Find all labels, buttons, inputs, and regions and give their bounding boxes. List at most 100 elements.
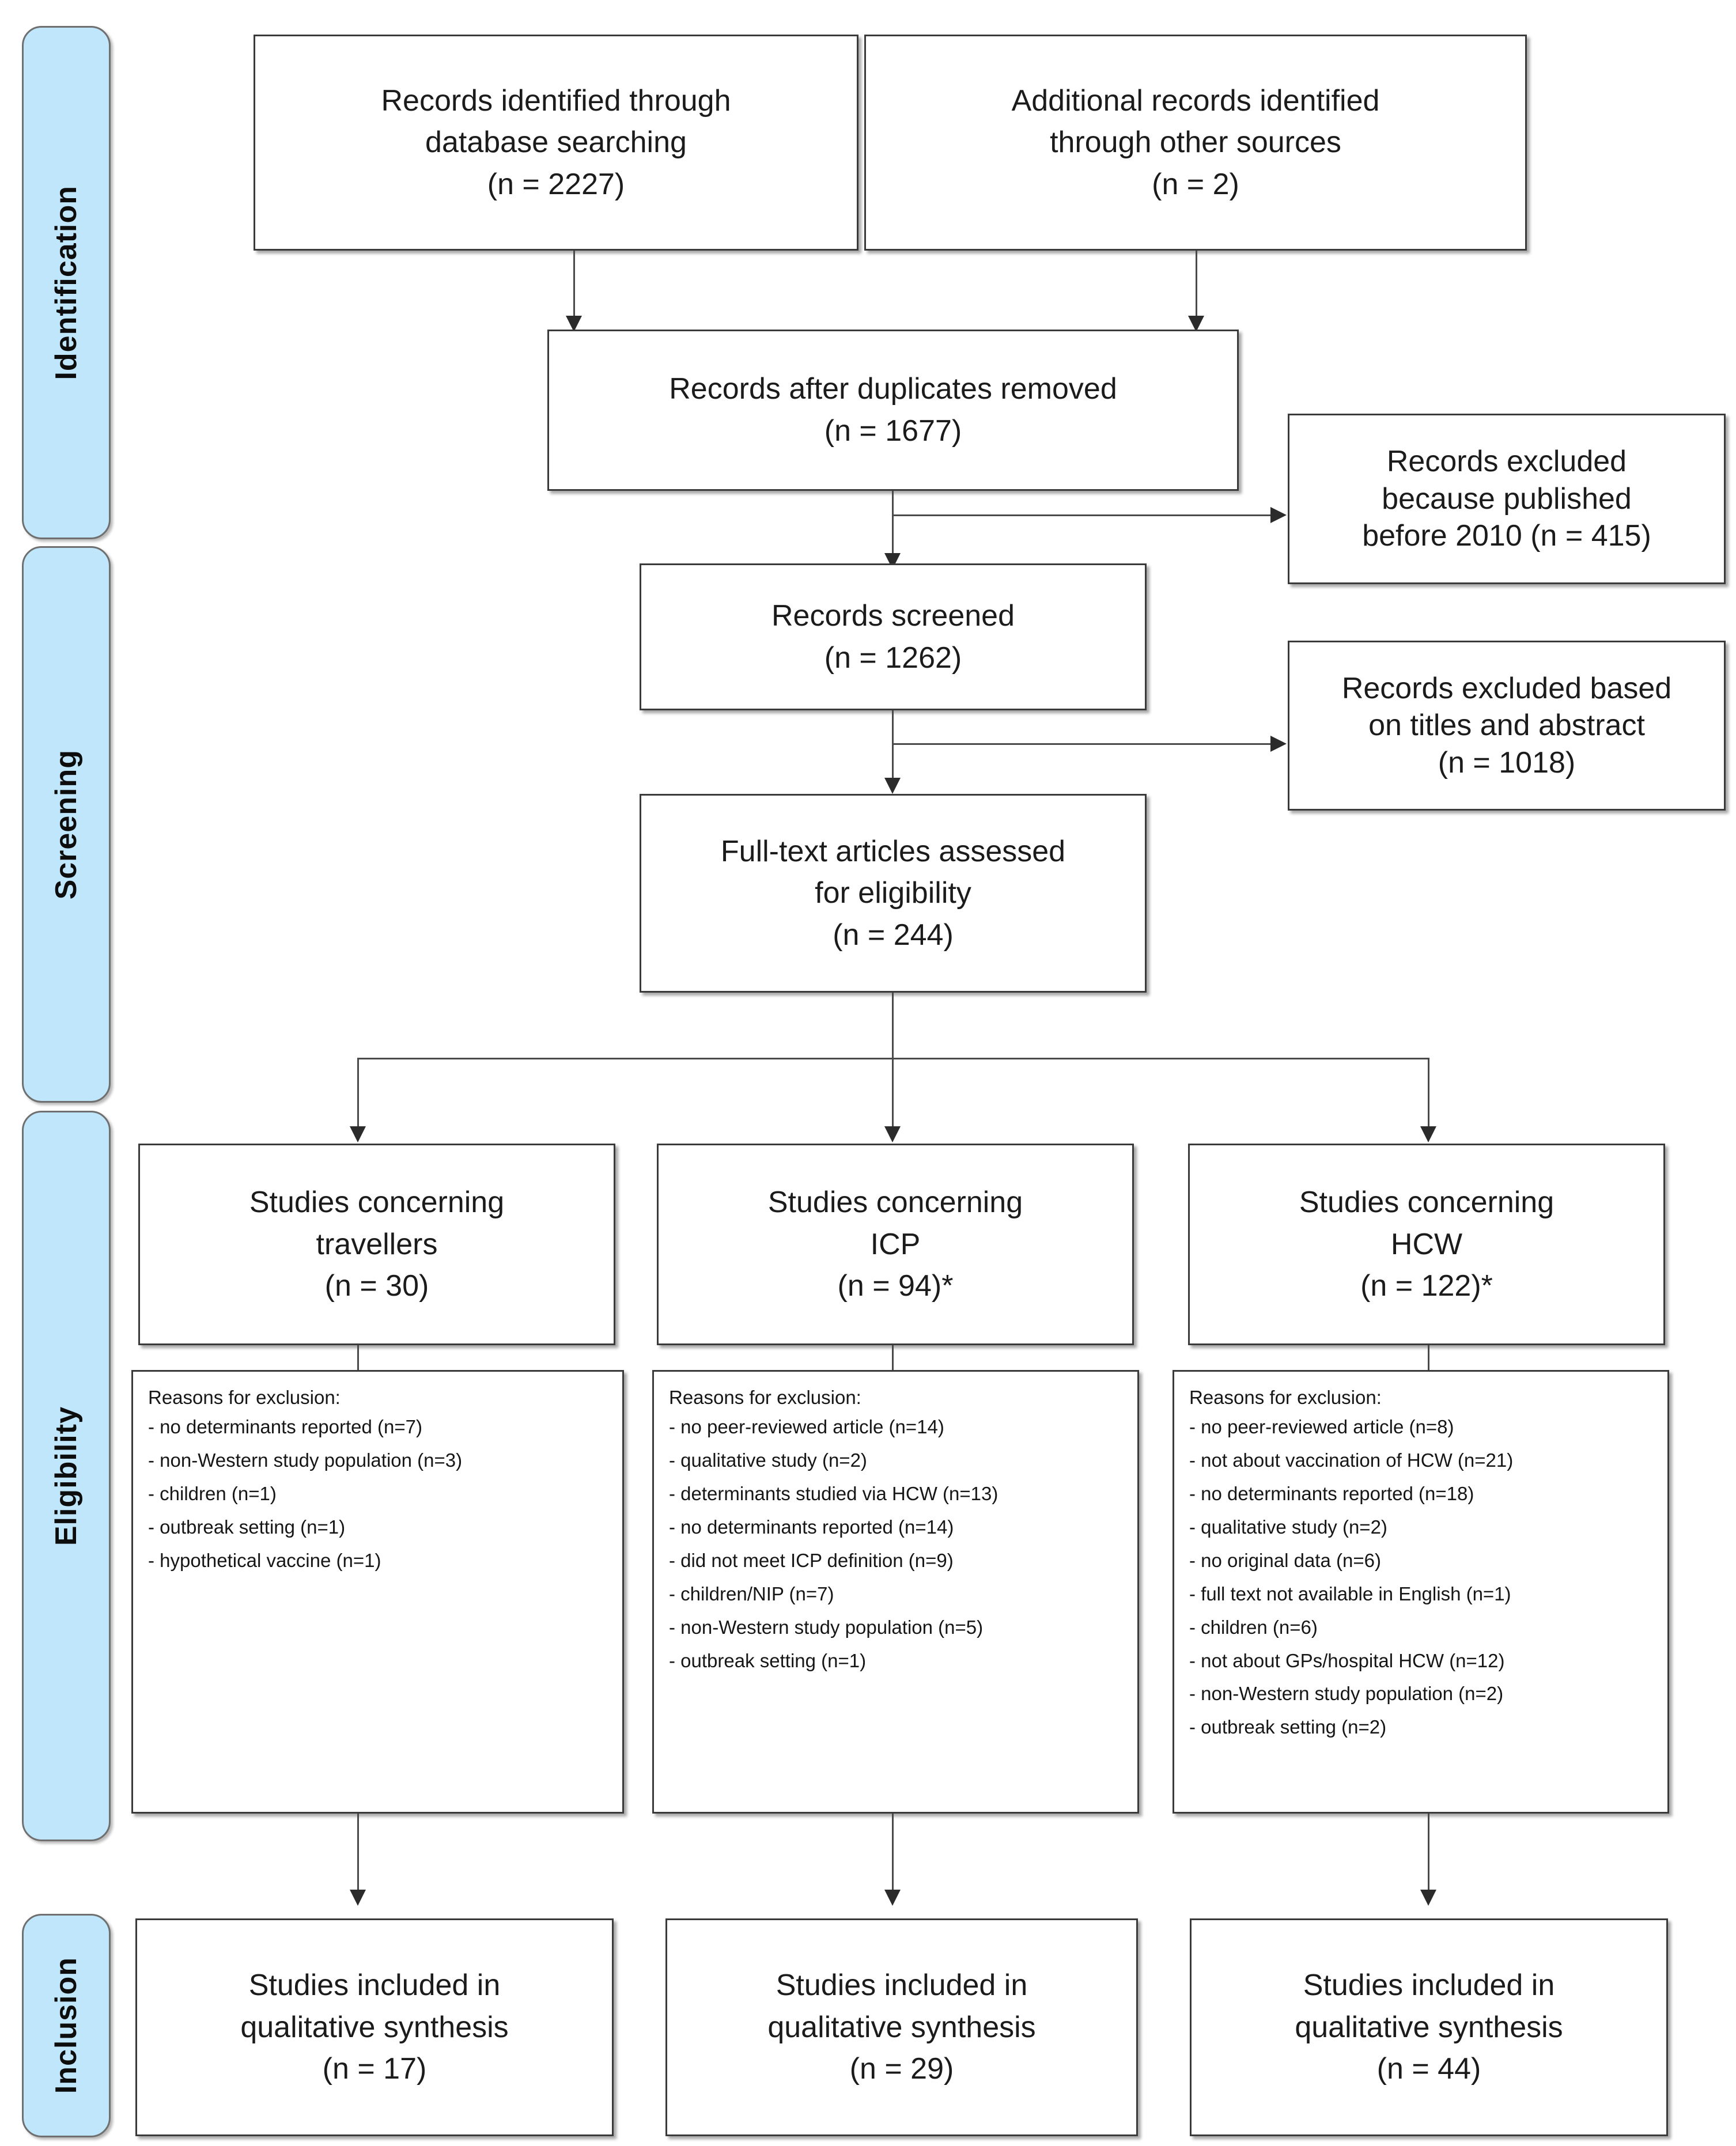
box-line: because published — [1382, 482, 1632, 516]
reasons-title: Reasons for exclusion: — [669, 1387, 861, 1408]
arrowhead-db-to-duplicates — [566, 316, 582, 332]
box-line: (n = 30) — [324, 1269, 429, 1303]
box-line: Full-text articles assessed — [720, 834, 1066, 868]
reasons-item: - did not meet ICP definition (n=9) — [669, 1549, 954, 1571]
arrowhead-screened-to-excluded-titles — [1270, 736, 1287, 752]
connector-duplicates-to-excluded-2010 — [892, 514, 1272, 516]
reasons-item: - no determinants reported (n=14) — [669, 1516, 954, 1538]
reasons-item: - outbreak setting (n=1) — [669, 1649, 867, 1671]
stage-label-eligibility: Eligibility — [22, 1111, 111, 1841]
reasons-item: - hypothetical vaccine (n=1) — [148, 1549, 381, 1571]
arrowhead-other-to-duplicates — [1188, 316, 1204, 332]
connector-split-to-travellers — [357, 1058, 359, 1133]
connector-fulltext-down-to-split — [892, 993, 894, 1059]
reasons-item: - children (n=1) — [148, 1482, 277, 1504]
box-line: (n = 1677) — [824, 414, 962, 448]
reasons-item: - no peer-reviewed article (n=8) — [1189, 1415, 1454, 1437]
box-line: on titles and abstract — [1368, 709, 1645, 743]
stage-label-identification: Identification — [22, 26, 111, 539]
box-line: Records identified through — [381, 84, 731, 118]
connector-reasons-hcw-to-included — [1428, 1814, 1429, 1894]
box-line: Studies concerning — [249, 1186, 505, 1220]
box-line: Studies included in — [776, 1969, 1028, 2003]
connector-reasons-travellers-to-included — [357, 1814, 359, 1894]
box-studies-concerning-icp: Studies concerning ICP (n = 94)* — [657, 1144, 1134, 1345]
box-line: qualitative synthesis — [240, 2010, 509, 2044]
connector-db-to-duplicates — [573, 251, 575, 323]
reasons-item: - qualitative study (n=2) — [669, 1449, 867, 1471]
box-fulltext-articles-assessed: Full-text articles assessed for eligibil… — [640, 794, 1147, 993]
box-studies-included-travellers: Studies included in qualitative synthesi… — [135, 1918, 614, 2136]
reasons-item: - not about GPs/hospital HCW (n=12) — [1189, 1649, 1505, 1671]
reasons-item: - full text not available in English (n=… — [1189, 1583, 1511, 1604]
box-line: (n = 1018) — [1438, 745, 1576, 779]
connector-split-to-icp — [892, 1058, 894, 1133]
connector-hcw-to-reasons — [1428, 1345, 1429, 1371]
box-records-screened: Records screened (n = 1262) — [640, 563, 1147, 710]
arrowhead-split-to-hcw — [1420, 1126, 1436, 1142]
box-line: database searching — [425, 126, 687, 160]
stage-label-inclusion: Inclusion — [22, 1914, 111, 2137]
box-line: (n = 44) — [1376, 2052, 1481, 2086]
box-line: Studies concerning — [767, 1186, 1023, 1220]
reasons-item: - not about vaccination of HCW (n=21) — [1189, 1449, 1514, 1471]
box-line: (n = 2227) — [487, 167, 625, 201]
box-reasons-exclusion-icp: Reasons for exclusion: - no peer-reviewe… — [652, 1370, 1139, 1814]
connector-travellers-to-reasons — [357, 1345, 359, 1371]
box-studies-included-icp: Studies included in qualitative synthesi… — [665, 1918, 1138, 2136]
stage-label-inclusion-text: Inclusion — [50, 1957, 83, 2094]
box-line: (n = 2) — [1152, 167, 1239, 201]
reasons-item: - outbreak setting (n=1) — [148, 1516, 346, 1538]
reasons-item: - no determinants reported (n=7) — [148, 1415, 423, 1437]
reasons-item: - children/NIP (n=7) — [669, 1583, 834, 1604]
box-line: Records excluded — [1386, 445, 1627, 479]
arrowhead-screened-to-fulltext — [884, 778, 901, 794]
box-line: Records excluded based — [1341, 671, 1672, 705]
box-line: ICP — [870, 1227, 921, 1261]
box-line: travellers — [316, 1227, 438, 1261]
arrowhead-split-to-icp — [884, 1126, 901, 1142]
box-line: Records after duplicates removed — [669, 372, 1117, 406]
stage-label-identification-text: Identification — [50, 185, 83, 380]
box-line: through other sources — [1050, 126, 1341, 160]
box-reasons-exclusion-travellers: Reasons for exclusion: - no determinants… — [131, 1370, 624, 1814]
reasons-item: - determinants studied via HCW (n=13) — [669, 1482, 999, 1504]
stage-label-eligibility-text: Eligibility — [50, 1406, 83, 1546]
reasons-item: - non-Western study population (n=5) — [669, 1616, 984, 1638]
box-line: Additional records identified — [1011, 84, 1380, 118]
connector-screened-to-excluded-titles — [892, 743, 1272, 745]
connector-screened-to-fulltext — [892, 710, 894, 785]
arrowhead-split-to-travellers — [350, 1126, 366, 1142]
reasons-item: - non-Western study population (n=3) — [148, 1449, 463, 1471]
reasons-title: Reasons for exclusion: — [148, 1387, 341, 1408]
box-line: (n = 94)* — [837, 1269, 954, 1303]
reasons-item: - no peer-reviewed article (n=14) — [669, 1415, 944, 1437]
reasons-item: - non-Western study population (n=2) — [1189, 1683, 1504, 1705]
box-records-identified-database: Records identified through database sear… — [254, 35, 858, 251]
box-line: for eligibility — [815, 876, 971, 910]
box-line: Studies concerning — [1299, 1186, 1555, 1220]
arrowhead-reasons-travellers-to-included — [350, 1890, 366, 1906]
connector-duplicates-to-screened — [892, 491, 894, 560]
box-line: Studies included in — [248, 1969, 501, 2003]
box-line: Studies included in — [1303, 1969, 1555, 2003]
connector-other-to-duplicates — [1196, 251, 1197, 323]
box-line: (n = 244) — [833, 918, 954, 952]
box-studies-concerning-travellers: Studies concerning travellers (n = 30) — [138, 1144, 615, 1345]
box-line: before 2010 (n = 415) — [1362, 519, 1651, 553]
box-studies-concerning-hcw: Studies concerning HCW (n = 122)* — [1188, 1144, 1665, 1345]
box-reasons-exclusion-hcw: Reasons for exclusion: - no peer-reviewe… — [1173, 1370, 1669, 1814]
arrowhead-reasons-hcw-to-included — [1420, 1890, 1436, 1906]
arrowhead-duplicates-to-excluded-2010 — [1270, 507, 1287, 523]
box-line: HCW — [1390, 1227, 1463, 1261]
arrowhead-reasons-icp-to-included — [884, 1890, 901, 1906]
connector-split-to-hcw — [1428, 1058, 1429, 1133]
box-line: (n = 122)* — [1360, 1269, 1493, 1303]
box-line: (n = 29) — [849, 2052, 954, 2086]
stage-label-screening: Screening — [22, 546, 111, 1103]
reasons-item: - children (n=6) — [1189, 1616, 1318, 1638]
box-line: (n = 17) — [322, 2052, 427, 2086]
reasons-item: - no determinants reported (n=18) — [1189, 1482, 1474, 1504]
box-line: qualitative synthesis — [767, 2010, 1036, 2044]
